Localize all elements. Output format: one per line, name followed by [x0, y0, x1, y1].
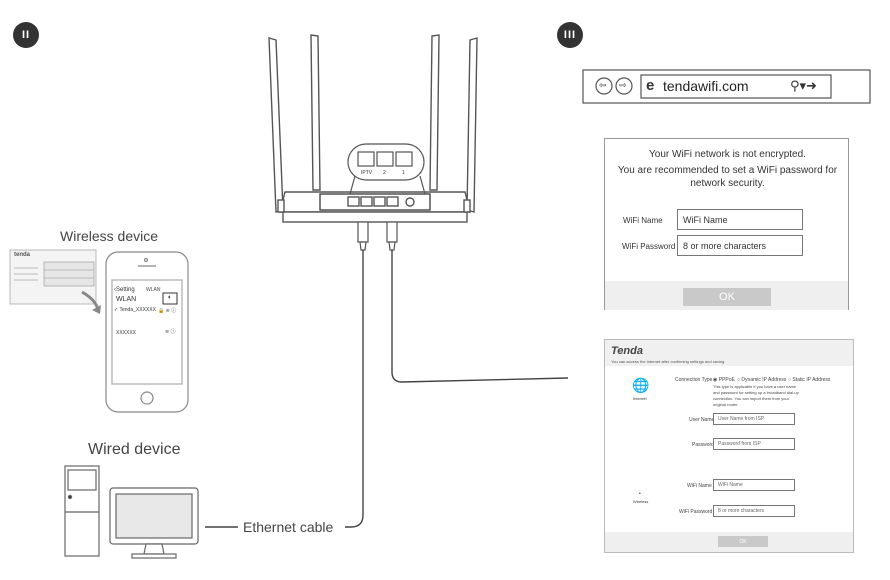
monitor [109, 487, 199, 559]
setup-ok-button[interactable]: OK [718, 536, 768, 547]
phone-back-setting[interactable]: ‹Setting [114, 287, 135, 293]
phone-wlan-label: WLAN [116, 296, 137, 303]
setup-logo: Tenda [611, 345, 643, 357]
step-badge-3: III [557, 22, 583, 48]
ethernet-plugs [357, 221, 398, 251]
setup-subtitle: You can access the Internet after confir… [611, 359, 726, 364]
setup-wifi-password-label: WiFi Password [679, 509, 713, 515]
setup-wireless-label: Wireless [633, 499, 649, 504]
setup-password-input[interactable]: Password from ISP [713, 438, 795, 450]
wifi-icon: 🔒 ≋ ⓘ [158, 308, 177, 314]
browser-ie-icon: e [646, 77, 655, 94]
port-label-1: 1 [402, 170, 405, 176]
phone-network-name: Tenda_XXXXXX [119, 307, 156, 313]
wifi-icon: ≋ ⓘ [165, 329, 176, 335]
toggle-icon[interactable]: ◖ [167, 294, 172, 301]
radio-dynamic-label: Dynamic IP Address [741, 377, 787, 383]
search-go-icon[interactable]: ⚲▾➜ [790, 78, 817, 93]
radio-static-ip[interactable]: ○ Static IP Address [788, 377, 831, 383]
setup-wifi-password-input[interactable]: 8 or more characters [713, 505, 795, 517]
forward-arrow-icon[interactable]: ⇨ [619, 80, 627, 90]
dialog-line-3: network security. [690, 178, 765, 189]
router-antennas [268, 34, 478, 213]
setup-wifi-name-input[interactable]: WiFi Name [713, 479, 795, 491]
router-label-sticker [9, 249, 97, 305]
radio-pppoe[interactable]: ◉ PPPoE [713, 377, 735, 383]
dialog-ok-button[interactable]: OK [683, 288, 771, 306]
phone-header: WLAN [146, 287, 161, 293]
wifi-encryption-dialog: Your WiFi network is not encrypted. You … [604, 138, 849, 310]
step-badge-2: II [13, 22, 39, 48]
chevron-left-icon: ‹ [114, 287, 116, 293]
wired-device-label: Wired device [88, 441, 181, 458]
setup-password-label: Password [692, 442, 714, 448]
phone-back-label: Setting [116, 287, 135, 293]
connection-type-label: Connection Type [675, 377, 713, 383]
router-body [277, 191, 471, 223]
radio-dynamic-ip[interactable]: ○ Dynamic IP Address [737, 377, 787, 383]
phone-other-network[interactable]: XXXXXX [116, 330, 137, 336]
setup-user-name-label: User Name [689, 417, 715, 423]
setup-internet-label: Internet [633, 396, 647, 401]
desktop-tower [64, 465, 100, 557]
dialog-line-2: You are recommended to set a WiFi passwo… [617, 165, 838, 176]
connection-note: This type is applicable if you have a us… [713, 384, 799, 407]
setup-wifi-name-label: WiFi Name [687, 483, 712, 489]
sticker-brand: tenda [14, 252, 31, 258]
setup-header [605, 340, 853, 366]
setup-user-name-input[interactable]: User Name from ISP [713, 413, 795, 425]
back-arrow-icon[interactable]: ⇦ [599, 80, 607, 90]
radio-pppoe-label: PPPoE [718, 377, 735, 383]
dialog-wifi-name-input[interactable]: WiFi Name [677, 209, 803, 230]
phone-network-item[interactable]: ✓ Tenda_XXXXXX [114, 307, 156, 313]
browser-url[interactable]: tendawifi.com [663, 78, 749, 94]
dialog-line-1: Your WiFi network is not encrypted. [649, 149, 806, 160]
globe-icon: 🌐 [632, 377, 650, 393]
dialog-wifi-password-input[interactable]: 8 or more characters [677, 235, 803, 256]
port-zoom-callout [347, 143, 426, 195]
port-label-iptv: IPTV [361, 170, 373, 176]
ethernet-cable-label: Ethernet cable [243, 519, 334, 535]
ethernet-cables [205, 250, 569, 528]
wireless-device-label: Wireless device [60, 228, 159, 244]
setup-wireless-dot: • [639, 491, 641, 497]
browser-bar [582, 69, 871, 104]
quick-setup-page: Tenda You can access the Internet after … [604, 339, 854, 553]
dialog-wifi-password-label: WiFi Password [622, 242, 676, 251]
dialog-wifi-name-label: WiFi Name [623, 216, 663, 225]
port-label-2: 2 [383, 170, 386, 176]
radio-static-label: Static IP Address [792, 377, 831, 383]
